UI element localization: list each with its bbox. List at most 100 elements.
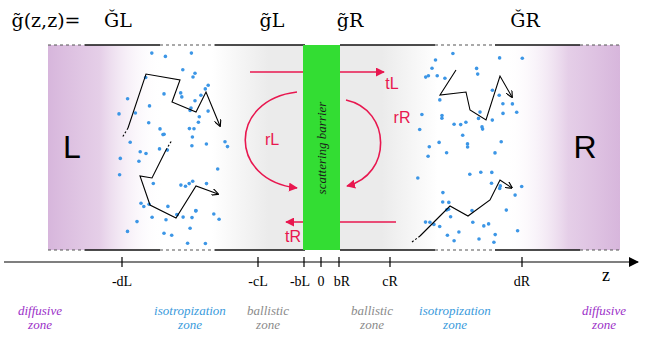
border-dash bbox=[580, 44, 620, 45]
scatterer-dot bbox=[441, 191, 445, 195]
scatterer-dot bbox=[491, 118, 495, 122]
scatterer-dot bbox=[427, 74, 431, 78]
scatterer-dot bbox=[426, 155, 430, 159]
scatterer-dot bbox=[126, 230, 130, 234]
scatterer-dot bbox=[139, 201, 143, 205]
zone-label: diffusive zone bbox=[573, 304, 635, 333]
scatterer-dot bbox=[464, 120, 468, 124]
scatterer-dot bbox=[191, 179, 195, 183]
scattering-barrier: scattering barrier bbox=[303, 45, 340, 250]
scatterer-dot bbox=[226, 145, 230, 149]
scattering-amplitude: tR bbox=[285, 228, 301, 246]
scatterer-dot bbox=[166, 205, 170, 209]
scatterer-dot bbox=[148, 104, 152, 108]
scatterer-dot bbox=[437, 141, 441, 145]
scatterer-dot bbox=[138, 150, 142, 154]
scatterer-dot bbox=[490, 181, 494, 185]
scatterer-dot bbox=[434, 58, 438, 62]
random-walk-tail bbox=[412, 236, 420, 242]
scatterer-dot bbox=[205, 182, 209, 186]
scatterer-dot bbox=[158, 147, 162, 151]
border-dash bbox=[48, 44, 85, 45]
axis-tick bbox=[389, 257, 390, 267]
scatterer-dot bbox=[501, 112, 505, 116]
z-axis bbox=[4, 257, 638, 267]
scatterer-dot bbox=[440, 116, 444, 120]
scatterer-dot bbox=[191, 75, 195, 79]
border-dash bbox=[160, 249, 215, 250]
random-walk-tail bbox=[122, 128, 128, 138]
scatterer-dot bbox=[190, 216, 194, 220]
border-line bbox=[495, 249, 580, 250]
axis-tick bbox=[303, 257, 304, 267]
scatterer-dot bbox=[162, 92, 166, 96]
scatterer-dot bbox=[449, 215, 453, 219]
diffusive-ground bbox=[505, 45, 620, 250]
scatterer-dot bbox=[135, 220, 139, 224]
scatterer-dot bbox=[477, 237, 481, 241]
zone-label: isotropization zone bbox=[144, 304, 236, 333]
scatterer-dot bbox=[204, 87, 208, 91]
scatterer-dot bbox=[119, 157, 123, 161]
scatterer-dot bbox=[493, 233, 497, 237]
reservoir-letter: L bbox=[63, 130, 81, 165]
scatterer-dot bbox=[150, 51, 154, 55]
scatterer-dot bbox=[416, 176, 420, 180]
scatterer-dot bbox=[461, 133, 465, 137]
border-dash bbox=[160, 44, 215, 45]
scatterer-dot bbox=[438, 98, 442, 102]
border-dash bbox=[435, 249, 495, 250]
scatterer-dot bbox=[452, 123, 456, 127]
scatterer-dot bbox=[199, 94, 203, 98]
scatterer-dot bbox=[190, 51, 194, 55]
axis-name: z bbox=[602, 266, 610, 286]
scatterer-dot bbox=[193, 72, 197, 76]
green-function-symbol: g̃(z,z)= bbox=[12, 10, 81, 31]
scatterer-dot bbox=[497, 94, 501, 98]
scatterer-dot bbox=[187, 182, 191, 186]
scatterer-dot bbox=[428, 145, 432, 149]
scatterer-dot bbox=[204, 242, 208, 246]
reservoir-letter: R bbox=[573, 130, 596, 165]
scatterer-dot bbox=[152, 182, 156, 186]
scatterer-dot bbox=[179, 183, 183, 187]
border-dash bbox=[48, 249, 85, 250]
scatterer-dot bbox=[181, 215, 185, 219]
scatterer-dot bbox=[188, 127, 192, 131]
axis-tick bbox=[338, 257, 339, 267]
barrier-label: scattering barrier bbox=[314, 101, 330, 194]
scatterer-dot bbox=[197, 121, 201, 125]
axis-tick-label: -cL bbox=[248, 274, 267, 289]
scatterer-dot bbox=[184, 185, 188, 189]
scatterer-dot bbox=[194, 209, 198, 213]
scatterer-dot bbox=[128, 141, 132, 145]
scatterer-dot bbox=[161, 133, 165, 137]
scatterer-dot bbox=[466, 145, 470, 149]
scatterer-dot bbox=[520, 185, 524, 189]
scatterer-dot bbox=[144, 152, 148, 156]
axis-tick bbox=[257, 257, 258, 267]
axis-tick bbox=[521, 257, 522, 267]
scatterer-dot bbox=[471, 221, 475, 225]
scatterer-dot bbox=[446, 233, 450, 237]
random-walk bbox=[140, 150, 218, 218]
scatterer-dot bbox=[511, 102, 515, 106]
reflection-arrow bbox=[245, 92, 297, 188]
scatterer-dot bbox=[190, 144, 194, 148]
scatterer-dot bbox=[452, 239, 456, 243]
scatterer-dot bbox=[186, 241, 190, 245]
zone-label: ballistic zone bbox=[342, 304, 402, 333]
scatterer-dot bbox=[424, 220, 428, 224]
scatterer-dot bbox=[477, 117, 481, 121]
green-function-symbol: ǦL bbox=[104, 10, 132, 31]
scatterer-dot bbox=[216, 167, 220, 171]
scatterer-dot bbox=[193, 99, 197, 103]
reflection-arrow bbox=[346, 100, 381, 186]
scatterer-dot bbox=[501, 102, 505, 106]
zone-label: ballistic zone bbox=[238, 304, 298, 333]
scatterer-dot bbox=[479, 170, 483, 174]
scatterer-dot bbox=[126, 97, 130, 101]
scatterer-dot bbox=[438, 225, 442, 229]
border-dash bbox=[435, 44, 495, 45]
